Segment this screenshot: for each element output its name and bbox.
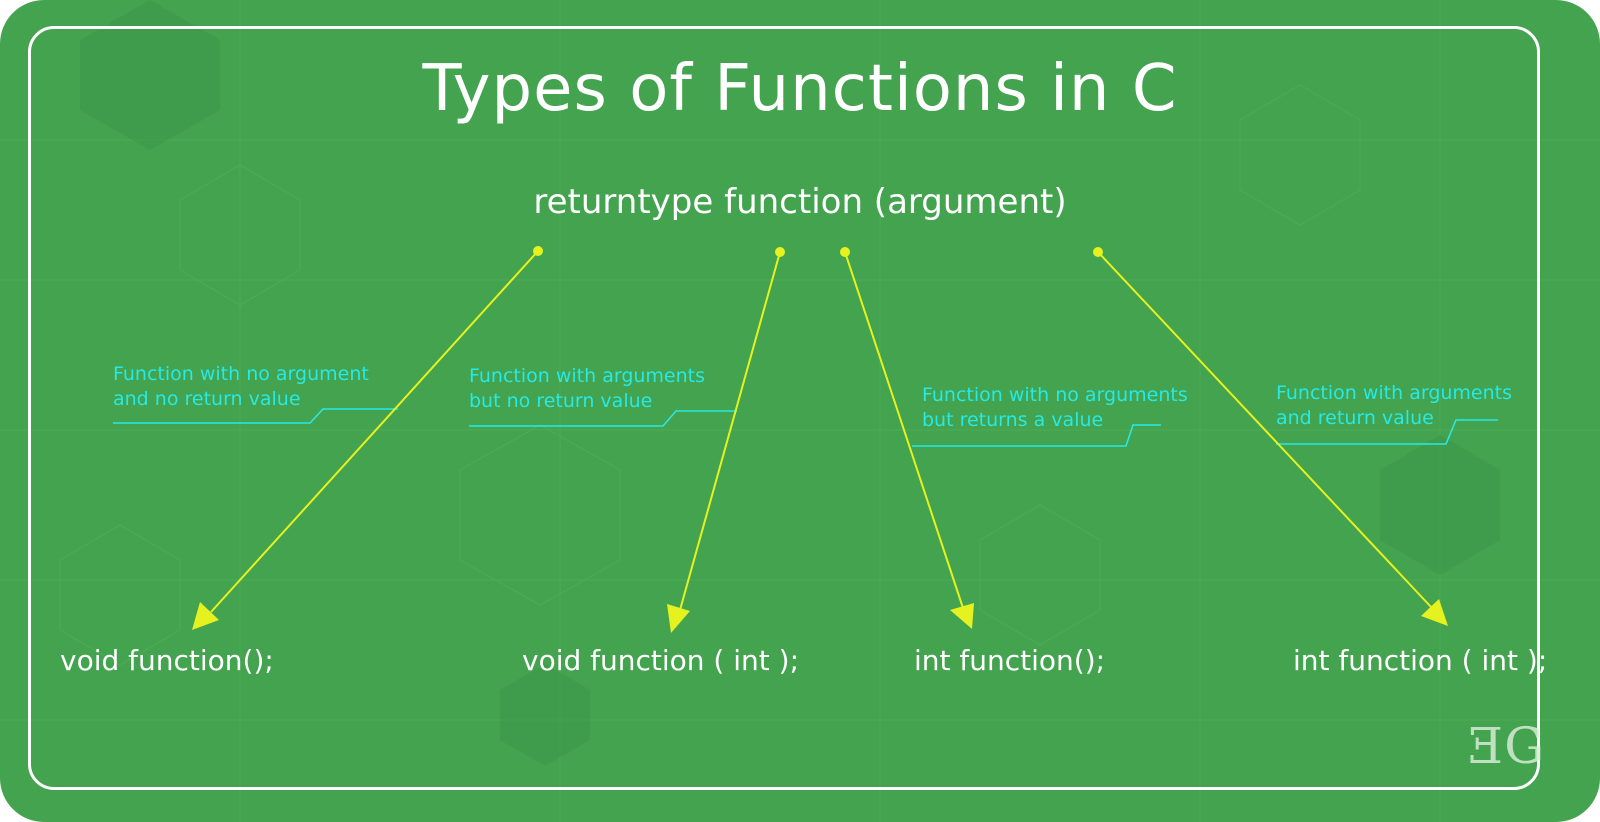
pointer-arrows	[210, 250, 1433, 613]
type-label-line: and return value	[1276, 407, 1434, 429]
type-label-line: but returns a value	[922, 409, 1104, 431]
declaration-void-no-arg: void function();	[60, 644, 274, 677]
type-label-line: Function with arguments	[1276, 382, 1513, 404]
pointer-line	[844, 251, 964, 609]
arrowhead-icon	[192, 602, 219, 630]
type-label-no-arg-returns: Function with no arguments but returns a…	[922, 383, 1188, 433]
callout-underline	[469, 410, 737, 427]
arrowhead-icon	[1421, 599, 1448, 626]
pointer-line	[679, 251, 781, 611]
declaration-int-no-arg: int function();	[914, 644, 1106, 677]
declaration-void-int-arg: void function ( int );	[522, 644, 800, 677]
type-label-line: Function with no argument	[113, 363, 369, 385]
type-label-line: Function with no arguments	[922, 384, 1188, 406]
diagram-title: Types of Functions in C	[422, 52, 1178, 126]
pointer-dot	[1093, 247, 1103, 257]
content-frame	[28, 26, 1540, 790]
declaration-int-int-arg: int function ( int );	[1293, 644, 1548, 677]
callout-underline	[1276, 419, 1498, 445]
type-label-args-returns: Function with arguments and return value	[1276, 381, 1512, 431]
pointer-line	[210, 250, 539, 613]
callout-underline	[912, 424, 1161, 447]
callout-underline	[113, 408, 398, 424]
pointer-dot	[533, 246, 543, 256]
pointer-dot	[775, 247, 785, 257]
pointer-dot	[840, 247, 850, 257]
type-label-args-no-return: Function with arguments but no return va…	[469, 364, 705, 414]
type-label-no-arg-no-return: Function with no argument and no return …	[113, 362, 369, 412]
type-label-line: Function with arguments	[469, 365, 706, 387]
arrowhead-icon	[667, 604, 690, 633]
type-label-line: and no return value	[113, 388, 301, 410]
type-label-line: but no return value	[469, 390, 653, 412]
gfg-logo-icon: ƎG	[1467, 717, 1545, 775]
pointer-line	[1097, 251, 1433, 609]
arrowhead-icon	[950, 603, 974, 629]
function-syntax: returntype function (argument)	[533, 182, 1067, 222]
